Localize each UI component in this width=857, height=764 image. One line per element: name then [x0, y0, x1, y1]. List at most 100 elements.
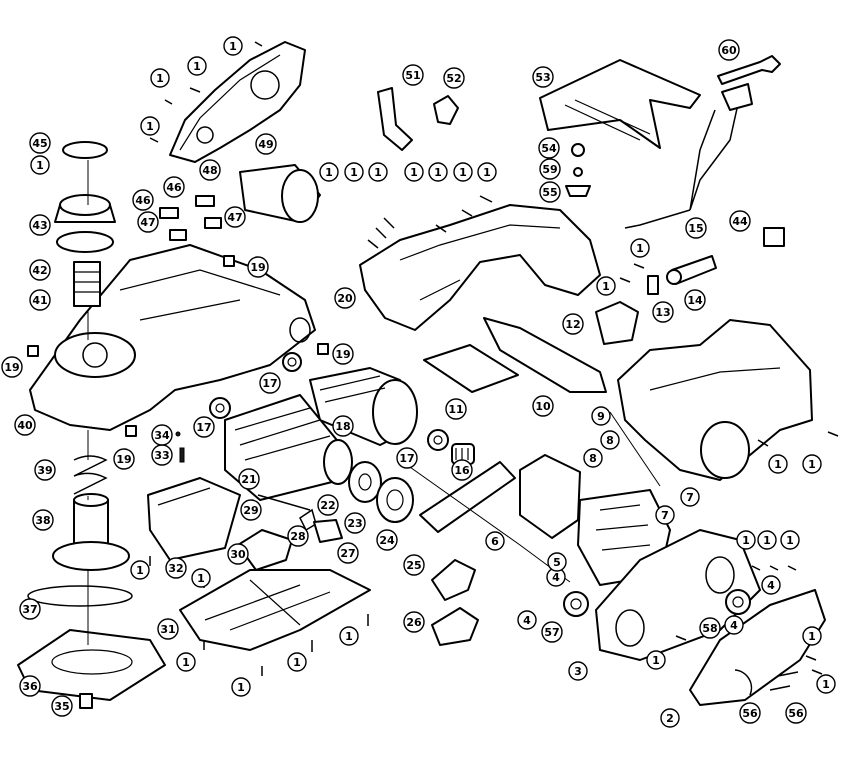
svg-text:14: 14: [687, 294, 703, 307]
callout-60: 60: [718, 39, 740, 61]
part-6-frame: [519, 454, 581, 539]
svg-text:1: 1: [808, 630, 816, 643]
svg-text:1: 1: [763, 534, 771, 547]
svg-text:56: 56: [742, 707, 758, 720]
svg-text:42: 42: [32, 264, 47, 277]
svg-text:1: 1: [197, 572, 205, 585]
part-43-depth-knob: [54, 194, 116, 223]
svg-text:3: 3: [574, 665, 582, 678]
callout-46-2: 46: [132, 189, 154, 211]
svg-text:29: 29: [243, 504, 258, 517]
callout-59: 59: [539, 158, 561, 180]
svg-text:1: 1: [742, 534, 750, 547]
part-20-handle: [359, 204, 601, 331]
svg-text:51: 51: [405, 69, 420, 82]
callout-1-17: 1: [130, 560, 150, 580]
svg-text:46: 46: [166, 181, 182, 194]
svg-text:9: 9: [597, 410, 605, 423]
svg-text:1: 1: [410, 166, 418, 179]
part-52-knob: [433, 95, 459, 125]
svg-text:1: 1: [808, 458, 816, 471]
part-47-block-b: [204, 217, 222, 229]
callout-1-28: 1: [816, 674, 836, 694]
screws: [149, 41, 839, 676]
svg-text:32: 32: [168, 562, 183, 575]
callout-11: 11: [445, 398, 467, 420]
svg-text:1: 1: [374, 166, 382, 179]
callout-13: 13: [652, 301, 674, 323]
callout-1-11: 1: [453, 162, 473, 182]
callout-18: 18: [332, 415, 354, 437]
callout-14: 14: [684, 289, 706, 311]
callout-41: 41: [29, 289, 51, 311]
svg-text:1: 1: [136, 564, 144, 577]
svg-text:1: 1: [786, 534, 794, 547]
svg-text:1: 1: [325, 166, 333, 179]
part-37-snap-ring: [27, 585, 133, 607]
part-41-spring-shaft: [73, 261, 101, 307]
part-56-bolt-b: [777, 671, 799, 677]
part-11-strip: [423, 344, 519, 393]
callout-1-22: 1: [339, 626, 359, 646]
callout-39: 39: [34, 459, 56, 481]
callout-20: 20: [334, 287, 356, 309]
callout-1-6: 1: [319, 162, 339, 182]
part-48-belt-cover: [169, 41, 306, 163]
callout-1-18: 1: [191, 568, 211, 588]
svg-text:23: 23: [347, 517, 362, 530]
callout-7-1: 7: [655, 505, 675, 525]
callout-1-21: 1: [287, 652, 307, 672]
callout-1-3: 1: [150, 68, 170, 88]
callout-17-2: 17: [193, 416, 215, 438]
svg-text:1: 1: [636, 242, 644, 255]
svg-text:17: 17: [196, 421, 211, 434]
callout-1-4: 1: [140, 116, 160, 136]
callout-35: 35: [51, 695, 73, 717]
callout-1-9: 1: [404, 162, 424, 182]
part-39-spring: [73, 455, 108, 495]
callout-3: 3: [568, 661, 588, 681]
callout-22: 22: [317, 494, 339, 516]
callout-52: 52: [443, 67, 465, 89]
callout-40: 40: [14, 414, 36, 436]
callout-51: 51: [402, 64, 424, 86]
part-56-bolt-a: [769, 685, 791, 691]
callout-8-1: 8: [583, 448, 603, 468]
part-33-pin: [179, 447, 185, 463]
callout-10: 10: [532, 395, 554, 417]
callout-1-2: 1: [187, 56, 207, 76]
callout-1-15: 1: [768, 454, 788, 474]
callout-24: 24: [376, 529, 398, 551]
part-22-washer: [348, 461, 382, 503]
svg-text:16: 16: [454, 464, 470, 477]
part-24-belt: [419, 461, 516, 533]
svg-text:45: 45: [32, 137, 47, 150]
callout-1-8: 1: [368, 162, 388, 182]
callout-48: 48: [199, 159, 221, 181]
callout-45: 45: [29, 132, 51, 154]
svg-text:52: 52: [446, 72, 461, 85]
callout-1-12: 1: [477, 162, 497, 182]
svg-text:15: 15: [688, 222, 703, 235]
callout-49: 49: [255, 133, 277, 155]
callout-19-2: 19: [1, 356, 23, 378]
svg-text:1: 1: [822, 678, 830, 691]
svg-text:10: 10: [535, 400, 551, 413]
callout-33: 33: [151, 444, 173, 466]
part-17-bearing-c: [427, 429, 449, 451]
svg-text:1: 1: [229, 40, 237, 53]
svg-text:7: 7: [661, 509, 669, 522]
svg-text:1: 1: [237, 681, 245, 694]
callout-1-20: 1: [231, 677, 251, 697]
svg-text:11: 11: [448, 403, 463, 416]
part-54-screw: [571, 143, 585, 157]
part-38-guide-shaft: [52, 493, 130, 571]
svg-text:4: 4: [523, 614, 531, 627]
svg-text:1: 1: [293, 656, 301, 669]
callout-19-4: 19: [113, 448, 135, 470]
part-19-nut-d: [125, 425, 137, 437]
callout-1-13: 1: [630, 238, 650, 258]
callout-36: 36: [19, 675, 41, 697]
